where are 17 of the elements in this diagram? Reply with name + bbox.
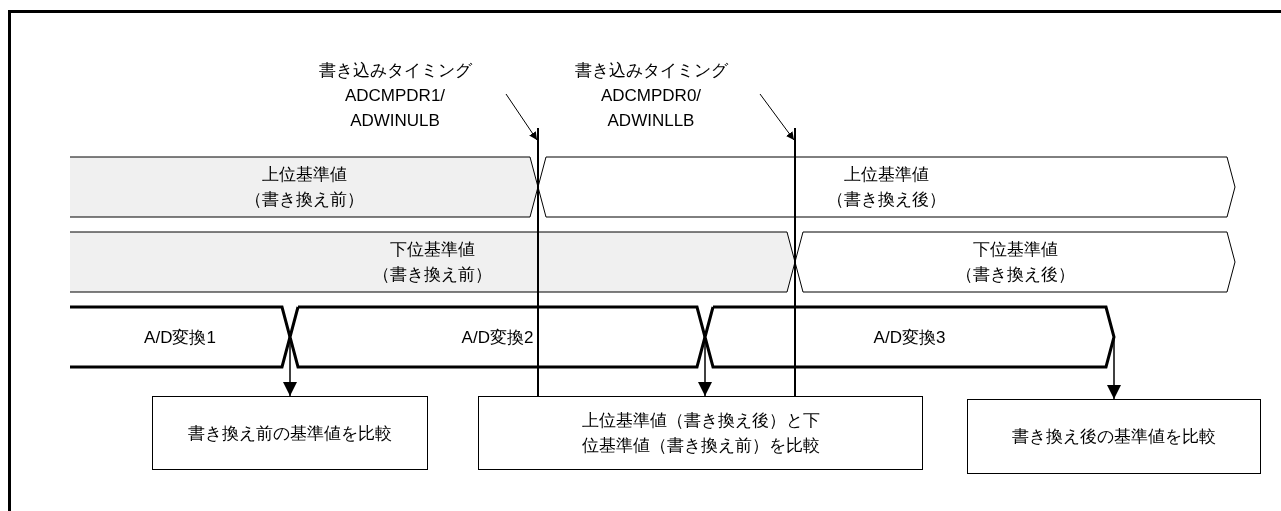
timing-label: 書き込みタイミング ADCMPDR1/ ADWINULB bbox=[290, 58, 500, 134]
value-band: 下位基準値 （書き換え前） bbox=[70, 232, 795, 292]
leader-arrow bbox=[759, 93, 795, 141]
timing-line bbox=[794, 128, 796, 396]
value-band: 下位基準値 （書き換え後） bbox=[795, 232, 1235, 292]
timing-line bbox=[537, 128, 539, 396]
arrow bbox=[1107, 336, 1121, 400]
value-band: 上位基準値 （書き換え後） bbox=[538, 157, 1235, 217]
comparison-box: 上位基準値（書き換え後）と下位基準値（書き換え前）を比較 bbox=[478, 396, 923, 470]
comparison-box: 書き換え前の基準値を比較 bbox=[152, 396, 428, 470]
timing-label: 書き込みタイミング ADCMPDR0/ ADWINLLB bbox=[548, 58, 754, 134]
comparison-box: 書き換え後の基準値を比較 bbox=[967, 399, 1261, 474]
leader-arrow bbox=[505, 93, 538, 141]
conversion-band: A/D変換1 bbox=[70, 307, 290, 367]
conversion-band: A/D変換2 bbox=[290, 307, 705, 367]
value-band: 上位基準値 （書き換え前） bbox=[70, 157, 538, 217]
conversion-band: A/D変換3 bbox=[705, 307, 1114, 367]
